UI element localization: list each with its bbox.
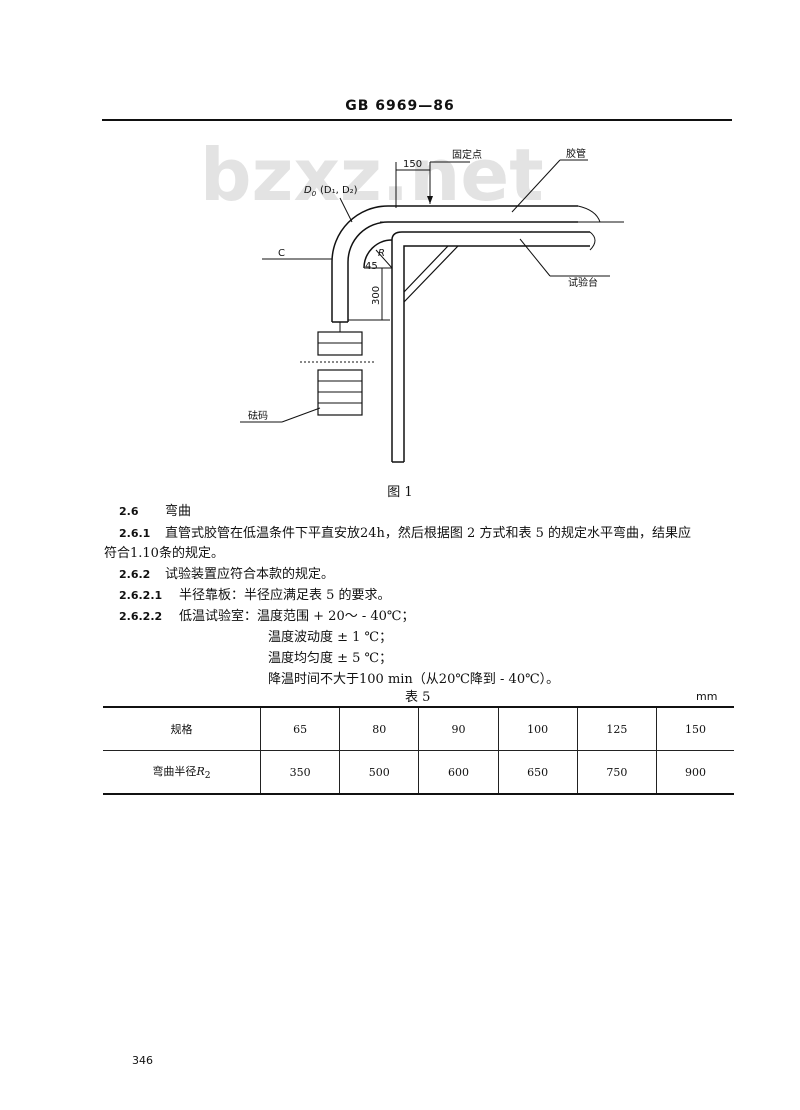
hose-break-mark <box>577 205 601 223</box>
table-cell: 65 <box>259 706 340 751</box>
table-row: 弯曲半径R2 350 500 600 650 750 900 <box>103 750 734 795</box>
section-number: 2.6.2 <box>119 568 151 581</box>
bench-break-mark <box>589 231 596 251</box>
bench-outer <box>391 231 590 462</box>
radius-line <box>375 249 393 269</box>
table-cell: 125 <box>576 706 657 751</box>
radius-subscript: 2 <box>204 770 211 782</box>
table-row: 规格 65 80 90 100 125 150 <box>103 706 734 751</box>
spec-item: 温度波动度 ± 1 ℃； <box>268 630 393 645</box>
radius-plate-arc <box>363 239 393 269</box>
diameter-d-subscript: 0 <box>312 190 317 198</box>
table-cell: 600 <box>418 750 499 795</box>
spec-item: 降温时间不大于100 min（从20℃降到 - 40℃）。 <box>268 672 560 687</box>
table-cell: 500 <box>339 750 419 795</box>
hose-label: 胶管 <box>566 147 586 160</box>
bench-label: 试验台 <box>568 276 598 289</box>
dim-300-label: 300 <box>371 286 382 305</box>
diameter-d0-label: D0 <box>304 185 317 198</box>
diameter-d1-d2-label: (D₁, D₂) <box>320 185 358 196</box>
table-cell: 90 <box>418 706 499 751</box>
table-cell: 150 <box>655 706 734 751</box>
paragraph-text: 半径靠板：半径应满足表 5 的要求。 <box>179 588 391 603</box>
table-cell: 750 <box>576 750 657 795</box>
table-row-header: 规格 <box>103 706 261 751</box>
section-number: 2.6.1 <box>119 527 151 540</box>
dim-150-label: 150 <box>403 159 422 170</box>
table-row-header: 弯曲半径R2 <box>103 750 261 795</box>
weights-leader <box>281 407 321 423</box>
page-number: 346 <box>132 1054 153 1067</box>
section-2-6-1: 2.6.1 直管式胶管在低温条件下平直安放24h，然后根据图 2 方式和表 5 的… <box>119 522 691 541</box>
fixed-point-label: 固定点 <box>452 148 482 161</box>
figure-caption: 图 1 <box>387 485 413 500</box>
figure-1-diagram: bzxz.net 150 固定点 胶管 D0 (D₁, D₂) C 45 R 试… <box>200 133 624 463</box>
section-number: 2.6 <box>119 505 139 518</box>
spec-item: 温度范围 + 20～ - 40℃； <box>257 609 415 624</box>
section-2-6-2-2: 2.6.2.2 低温试验室：温度范围 + 20～ - 40℃； <box>119 605 414 624</box>
diameter-leader <box>339 197 353 223</box>
table-title: 表 5 <box>405 690 431 705</box>
fixed-point-arrow <box>427 196 433 204</box>
table-cell: 350 <box>259 750 340 795</box>
table-cell: 80 <box>339 706 419 751</box>
standard-code: GB 6969—86 <box>345 98 455 114</box>
paragraph-label: 低温试验室： <box>179 609 258 624</box>
section-2-6: 2.6 弯曲 <box>119 500 191 519</box>
radius-r-label: R <box>378 248 385 259</box>
section-number: 2.6.2.1 <box>119 589 163 602</box>
bench-inner <box>403 245 590 462</box>
bench-brace-1 <box>403 245 449 293</box>
section-number: 2.6.2.2 <box>119 610 163 623</box>
point-c-label: C <box>278 248 285 259</box>
bench-leader <box>519 238 551 277</box>
table-row-header-text: 弯曲半径 <box>152 764 197 778</box>
table-cell: 900 <box>655 750 734 795</box>
watermark: bzxz.net <box>200 133 544 217</box>
paragraph-text: 试验装置应符合本款的规定。 <box>165 567 335 582</box>
table-5: 规格 65 80 90 100 125 150 弯曲半径R2 350 500 6… <box>103 706 734 795</box>
section-title: 弯曲 <box>165 504 192 519</box>
paragraph-text: 直管式胶管在低温条件下平直安放24h，然后根据图 2 方式和表 5 的规定水平弯… <box>165 526 691 541</box>
hose-outer-edge <box>331 205 578 322</box>
header-rule <box>102 119 732 121</box>
table-unit: mm <box>696 690 718 703</box>
radius-symbol: R <box>196 764 205 778</box>
section-2-6-2: 2.6.2 试验装置应符合本款的规定。 <box>119 563 334 582</box>
section-2-6-1-continued: 符合1.10条的规定。 <box>104 546 224 561</box>
hose-leader <box>511 159 561 213</box>
table-cell: 650 <box>497 750 578 795</box>
weights-label: 砝码 <box>248 409 268 422</box>
spec-item: 温度均匀度 ± 5 ℃； <box>268 651 393 666</box>
diameter-d-symbol: D <box>304 185 312 196</box>
bench-brace-2 <box>403 245 459 303</box>
table-cell: 100 <box>497 706 578 751</box>
section-2-6-2-1: 2.6.2.1 半径靠板：半径应满足表 5 的要求。 <box>119 584 391 603</box>
angle-45-label: 45 <box>365 261 378 272</box>
